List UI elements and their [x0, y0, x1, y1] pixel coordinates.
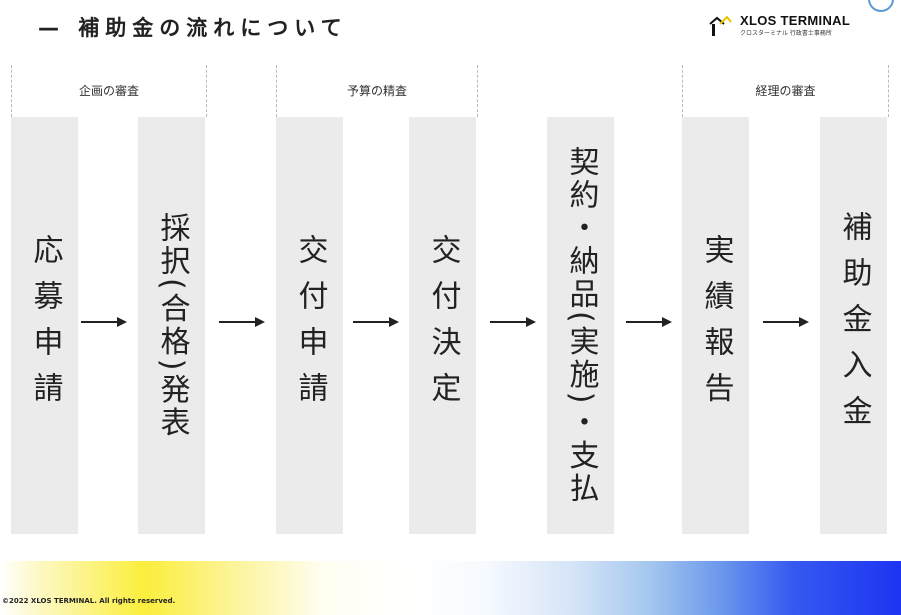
step-label: 交付申請 [292, 233, 328, 418]
arrow-right-icon [353, 317, 399, 327]
group-label: 企画の審査 [78, 84, 139, 98]
step-label: 実績報告 [698, 233, 734, 418]
copyright-text: ©2022 XLOS TERMINAL. All rights reserved… [2, 597, 176, 605]
arrow-right-icon [219, 317, 265, 327]
group-accounting-review: 経理の審査 [682, 65, 889, 117]
group-label: 予算の精査 [346, 84, 407, 98]
step-grant-application: 交付申請 [276, 117, 343, 534]
step-selection-announcement: 採択(合格)発表 [138, 117, 205, 534]
step-application: 応募申請 [11, 117, 78, 534]
arrow-right-icon [81, 317, 127, 327]
logo-mark-icon [709, 15, 732, 36]
step-results-report: 実績報告 [682, 117, 749, 534]
group-label: 経理の審査 [755, 84, 816, 98]
step-label: 契約・納品(実施)・支払 [563, 145, 599, 506]
step-label: 交付決定 [425, 233, 461, 418]
logo-name: XLOS TERMINAL [740, 13, 851, 28]
step-contract-delivery-payment: 契約・納品(実施)・支払 [547, 117, 614, 534]
step-label: 補助金入金 [836, 210, 872, 441]
footer-gradient-bar [0, 561, 901, 615]
arrow-right-icon [763, 317, 809, 327]
group-budget-review: 予算の精査 [276, 65, 478, 117]
arrow-right-icon [490, 317, 536, 327]
corner-badge-icon [868, 0, 894, 12]
page-title: — 補助金の流れについて [38, 16, 348, 40]
step-label: 応募申請 [27, 233, 63, 418]
step-subsidy-payment: 補助金入金 [820, 117, 887, 534]
logo-subtitle: クロスターミナル 行政書士事務所 [740, 30, 832, 37]
step-label: 採択(合格)発表 [154, 211, 190, 440]
step-grant-decision: 交付決定 [409, 117, 476, 534]
arrow-right-icon [626, 317, 672, 327]
group-plan-review: 企画の審査 [11, 65, 207, 117]
